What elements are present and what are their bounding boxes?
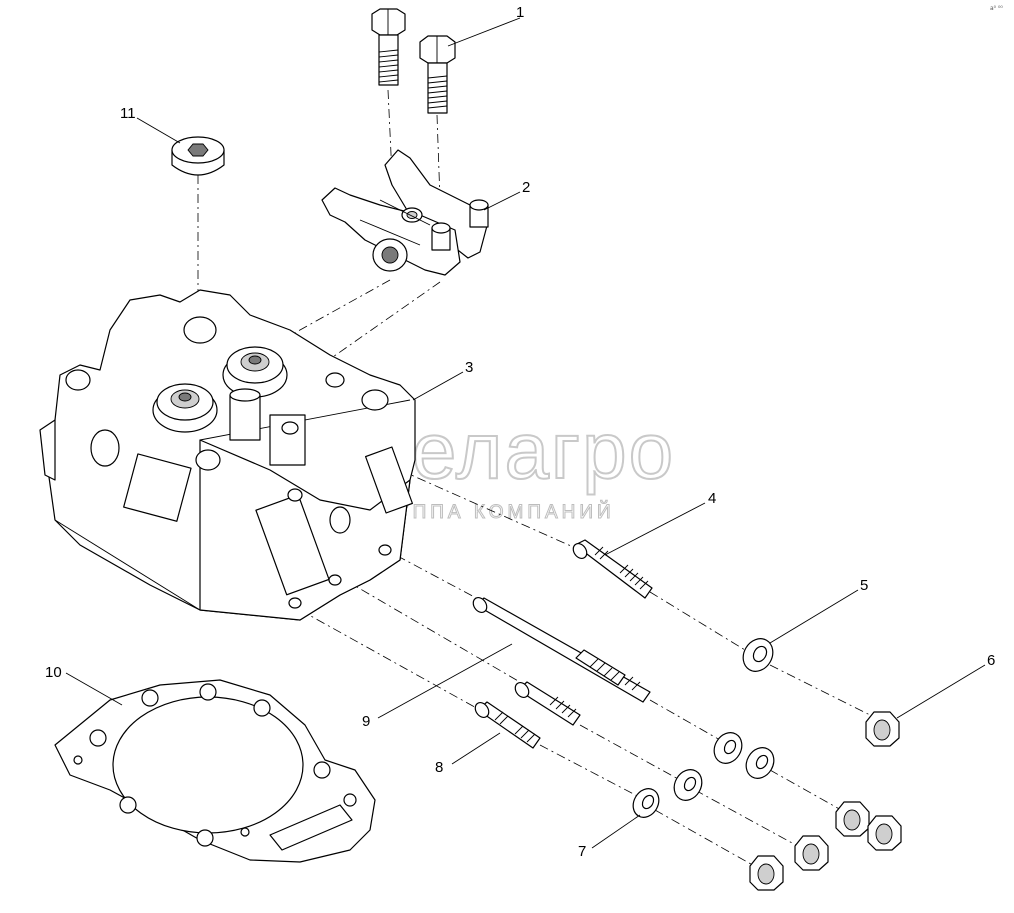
part-5-washer bbox=[742, 638, 774, 672]
callout-11: 11 bbox=[120, 105, 136, 122]
corner-mark: a⁰ ⁰⁰ bbox=[990, 5, 1003, 12]
callout-6: 6 bbox=[987, 652, 995, 669]
watermark: белагро ГРУППА КОМПАНИЙ bbox=[229, 405, 675, 524]
callout-10: 10 bbox=[45, 664, 62, 681]
callout-2: 2 bbox=[522, 179, 530, 196]
callout-3: 3 bbox=[465, 359, 473, 376]
part-9-long-studs bbox=[472, 596, 651, 703]
callout-9: 9 bbox=[362, 713, 370, 730]
part-3-cylinder-head bbox=[39, 289, 416, 621]
callouts: 1 2 3 4 5 6 7 8 9 10 11 bbox=[45, 4, 995, 860]
callout-8: 8 bbox=[435, 759, 443, 776]
part-1-bolts bbox=[371, 8, 456, 114]
part-10-gasket bbox=[54, 679, 376, 863]
stud-middle bbox=[514, 681, 581, 726]
callout-1: 1 bbox=[516, 4, 524, 21]
part-6-nut bbox=[865, 711, 900, 747]
part-8-stud bbox=[474, 701, 541, 749]
callout-5: 5 bbox=[860, 577, 868, 594]
watermark-tagline: ГРУППА КОМПАНИЙ bbox=[366, 501, 615, 523]
part-11-plug bbox=[171, 136, 225, 176]
washers-and-nuts bbox=[632, 732, 902, 891]
part-2-rocker-assembly bbox=[321, 149, 489, 276]
leader-lines bbox=[65, 17, 986, 849]
assembly-axes bbox=[197, 89, 881, 873]
callout-4: 4 bbox=[708, 490, 716, 507]
part-4-stud bbox=[572, 539, 653, 599]
callout-7: 7 bbox=[578, 843, 586, 860]
watermark-brand: белагро bbox=[365, 406, 675, 495]
